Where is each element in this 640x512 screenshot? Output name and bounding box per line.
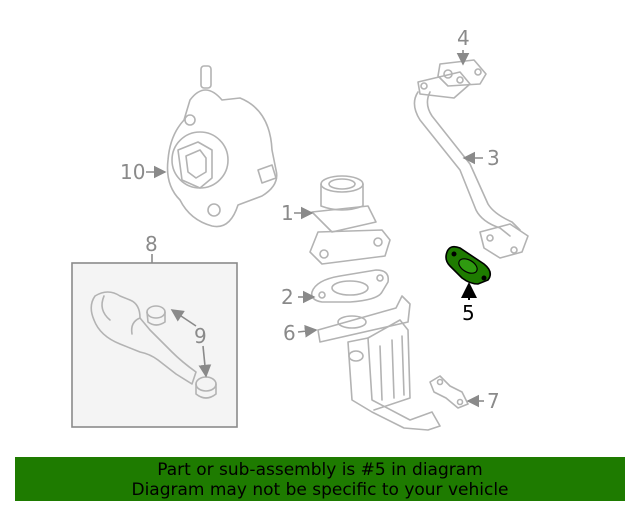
gasket-part-5-highlighted bbox=[445, 245, 492, 285]
bracket-part-7 bbox=[429, 375, 469, 409]
egr-pipe-part bbox=[413, 71, 529, 259]
hose-assembly-box bbox=[71, 262, 238, 428]
vacuum-pump-part bbox=[166, 65, 278, 228]
leader-9b bbox=[198, 345, 212, 378]
callout-7: 7 bbox=[487, 389, 500, 413]
egr-cooler-part bbox=[317, 295, 441, 431]
banner-line-2: Diagram may not be specific to your vehi… bbox=[131, 480, 509, 500]
callout-4: 4 bbox=[457, 26, 470, 50]
callout-8: 8 bbox=[145, 232, 158, 256]
callout-5: 5 bbox=[462, 301, 475, 325]
housing-part bbox=[309, 175, 391, 265]
leader-9a bbox=[170, 309, 197, 327]
banner-line-1: Part or sub-assembly is #5 in diagram bbox=[157, 460, 483, 480]
leader-6 bbox=[297, 324, 318, 338]
callout-3: 3 bbox=[487, 146, 500, 170]
callout-6: 6 bbox=[283, 321, 296, 345]
parts-diagram: 10 1 2 6 3 4 5 7 8 9 bbox=[71, 26, 529, 431]
gasket-part-4 bbox=[437, 59, 487, 87]
callout-9: 9 bbox=[194, 324, 207, 348]
gasket-part-2 bbox=[310, 269, 390, 303]
callout-1: 1 bbox=[281, 201, 294, 225]
callout-2: 2 bbox=[281, 285, 294, 309]
part-notice-banner: Part or sub-assembly is #5 in diagram Di… bbox=[15, 457, 625, 501]
callout-10: 10 bbox=[120, 160, 145, 184]
